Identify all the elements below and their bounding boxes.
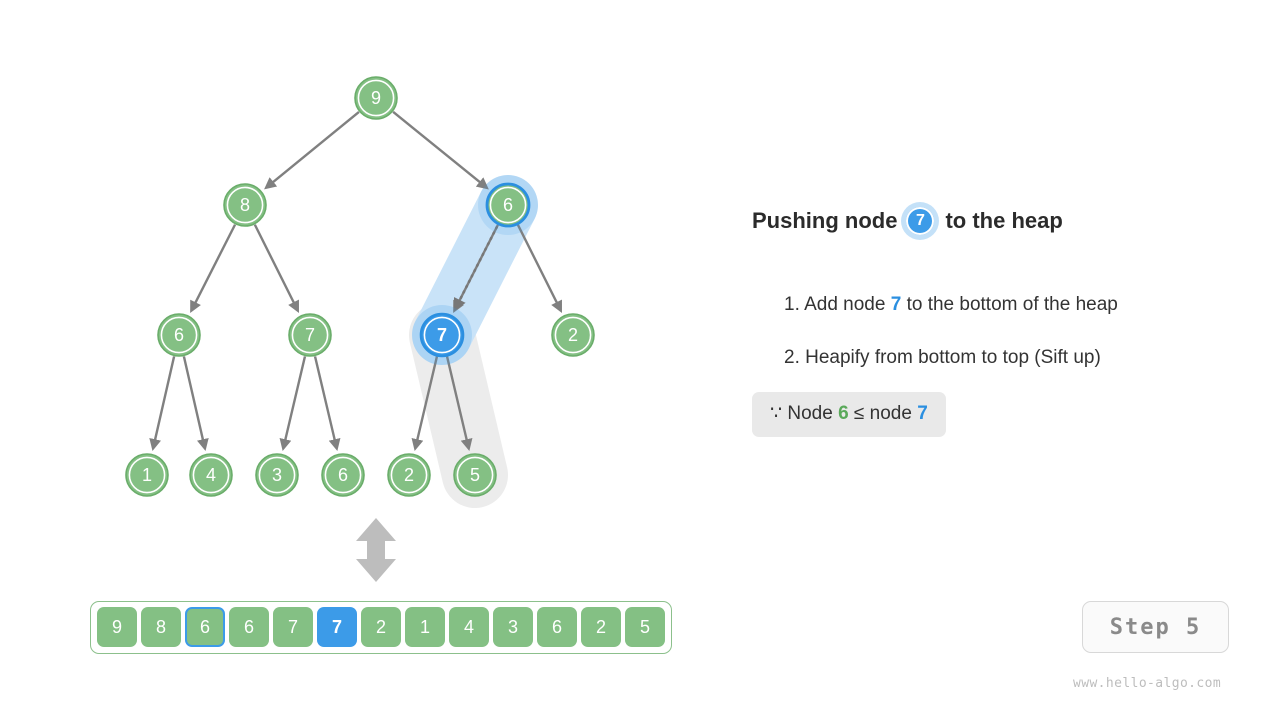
array-cell-12[interactable]: 5	[625, 607, 665, 647]
tree-edge-n1-n4	[253, 224, 299, 313]
array-cell-7[interactable]: 1	[405, 607, 445, 647]
page-title: Pushing node 7 to the heap	[752, 206, 1222, 236]
title-node-badge: 7	[906, 207, 935, 235]
tree-node-7[interactable]	[412, 305, 472, 365]
node-inner-ring	[554, 316, 592, 354]
node-inner-ring	[192, 456, 230, 494]
array-cell-2[interactable]: 6	[185, 607, 225, 647]
array-cell-10[interactable]: 6	[537, 607, 577, 647]
tree-edge-n5-n11	[411, 356, 439, 452]
tree-node-8[interactable]	[223, 183, 267, 227]
array-cell-0[interactable]: 9	[97, 607, 137, 647]
step-1-pre: Add node	[804, 294, 891, 315]
node-inner-ring	[357, 79, 395, 117]
reason-right-value: 7	[917, 403, 928, 424]
reason-left-value: 6	[838, 403, 849, 424]
tree-edge-n0-n2	[392, 110, 489, 190]
tree-node-4[interactable]	[189, 453, 233, 497]
step-badge: Step 5	[1082, 601, 1229, 653]
array-cell-4[interactable]: 7	[273, 607, 313, 647]
tree-edge-n3-n7	[149, 356, 176, 451]
array-cell-8[interactable]: 4	[449, 607, 489, 647]
title-prefix: Pushing node	[752, 208, 898, 233]
step-1-value: 7	[890, 294, 902, 315]
array-cell-3[interactable]: 6	[229, 607, 269, 647]
because-symbol: ∵	[770, 403, 788, 424]
node-inner-ring	[324, 456, 362, 494]
tree-edge-n0-n1	[264, 110, 360, 190]
tree-edge-n4-n10	[313, 356, 341, 452]
double-arrow-vertical-icon	[356, 518, 396, 582]
tree-node-6[interactable]	[157, 313, 201, 357]
step-2-number: 2.	[784, 347, 806, 368]
tree-node-7[interactable]	[288, 313, 332, 357]
reason-mid: ≤ node	[848, 403, 918, 424]
tree-node-1[interactable]	[125, 453, 169, 497]
tree-node-3[interactable]	[255, 453, 299, 497]
tree-node-2[interactable]	[551, 313, 595, 357]
array-cell-9[interactable]: 3	[493, 607, 533, 647]
array-cell-11[interactable]: 2	[581, 607, 621, 647]
instruction-step-2: 2. Heapify from bottom to top (Sift up)	[784, 345, 1101, 371]
tree-node-5[interactable]	[453, 453, 497, 497]
step-2-text: Heapify from bottom to top (Sift up)	[805, 347, 1101, 368]
array-cell-1[interactable]: 8	[141, 607, 181, 647]
tree-node-layer	[125, 76, 595, 497]
tree-node-2[interactable]	[387, 453, 431, 497]
node-inner-ring	[489, 186, 527, 224]
watermark: www.hello-algo.com	[1073, 676, 1222, 691]
reason-pre: Node	[787, 403, 839, 424]
node-inner-ring	[390, 456, 428, 494]
title-suffix: to the heap	[945, 208, 1063, 233]
step-1-post: to the bottom of the heap	[901, 294, 1118, 315]
tree-edge-n2-n6	[516, 224, 562, 313]
tree-edge-n3-n8	[182, 356, 209, 451]
reason-box: ∵ Node 6 ≤ node 7	[752, 392, 946, 437]
tree-node-9[interactable]	[354, 76, 398, 120]
tree-edge-layer	[149, 110, 562, 452]
instruction-step-1: 1. Add node 7 to the bottom of the heap	[784, 292, 1118, 318]
tree-edge-n5-n12	[445, 356, 473, 452]
node-inner-ring	[423, 316, 461, 354]
node-inner-ring	[160, 316, 198, 354]
node-inner-ring	[291, 316, 329, 354]
explanation-panel: Pushing node 7 to the heap 1. Add node 7…	[752, 206, 1222, 437]
node-inner-ring	[226, 186, 264, 224]
tree-node-6[interactable]	[478, 175, 538, 235]
node-inner-ring	[128, 456, 166, 494]
tree-edge-n4-n9	[279, 356, 307, 452]
array-cell-5[interactable]: 7	[317, 607, 357, 647]
node-inner-ring	[456, 456, 494, 494]
tree-node-6[interactable]	[321, 453, 365, 497]
tree-edge-n1-n3	[190, 224, 237, 314]
array-cell-6[interactable]: 2	[361, 607, 401, 647]
node-inner-ring	[258, 456, 296, 494]
step-1-number: 1.	[784, 294, 805, 315]
